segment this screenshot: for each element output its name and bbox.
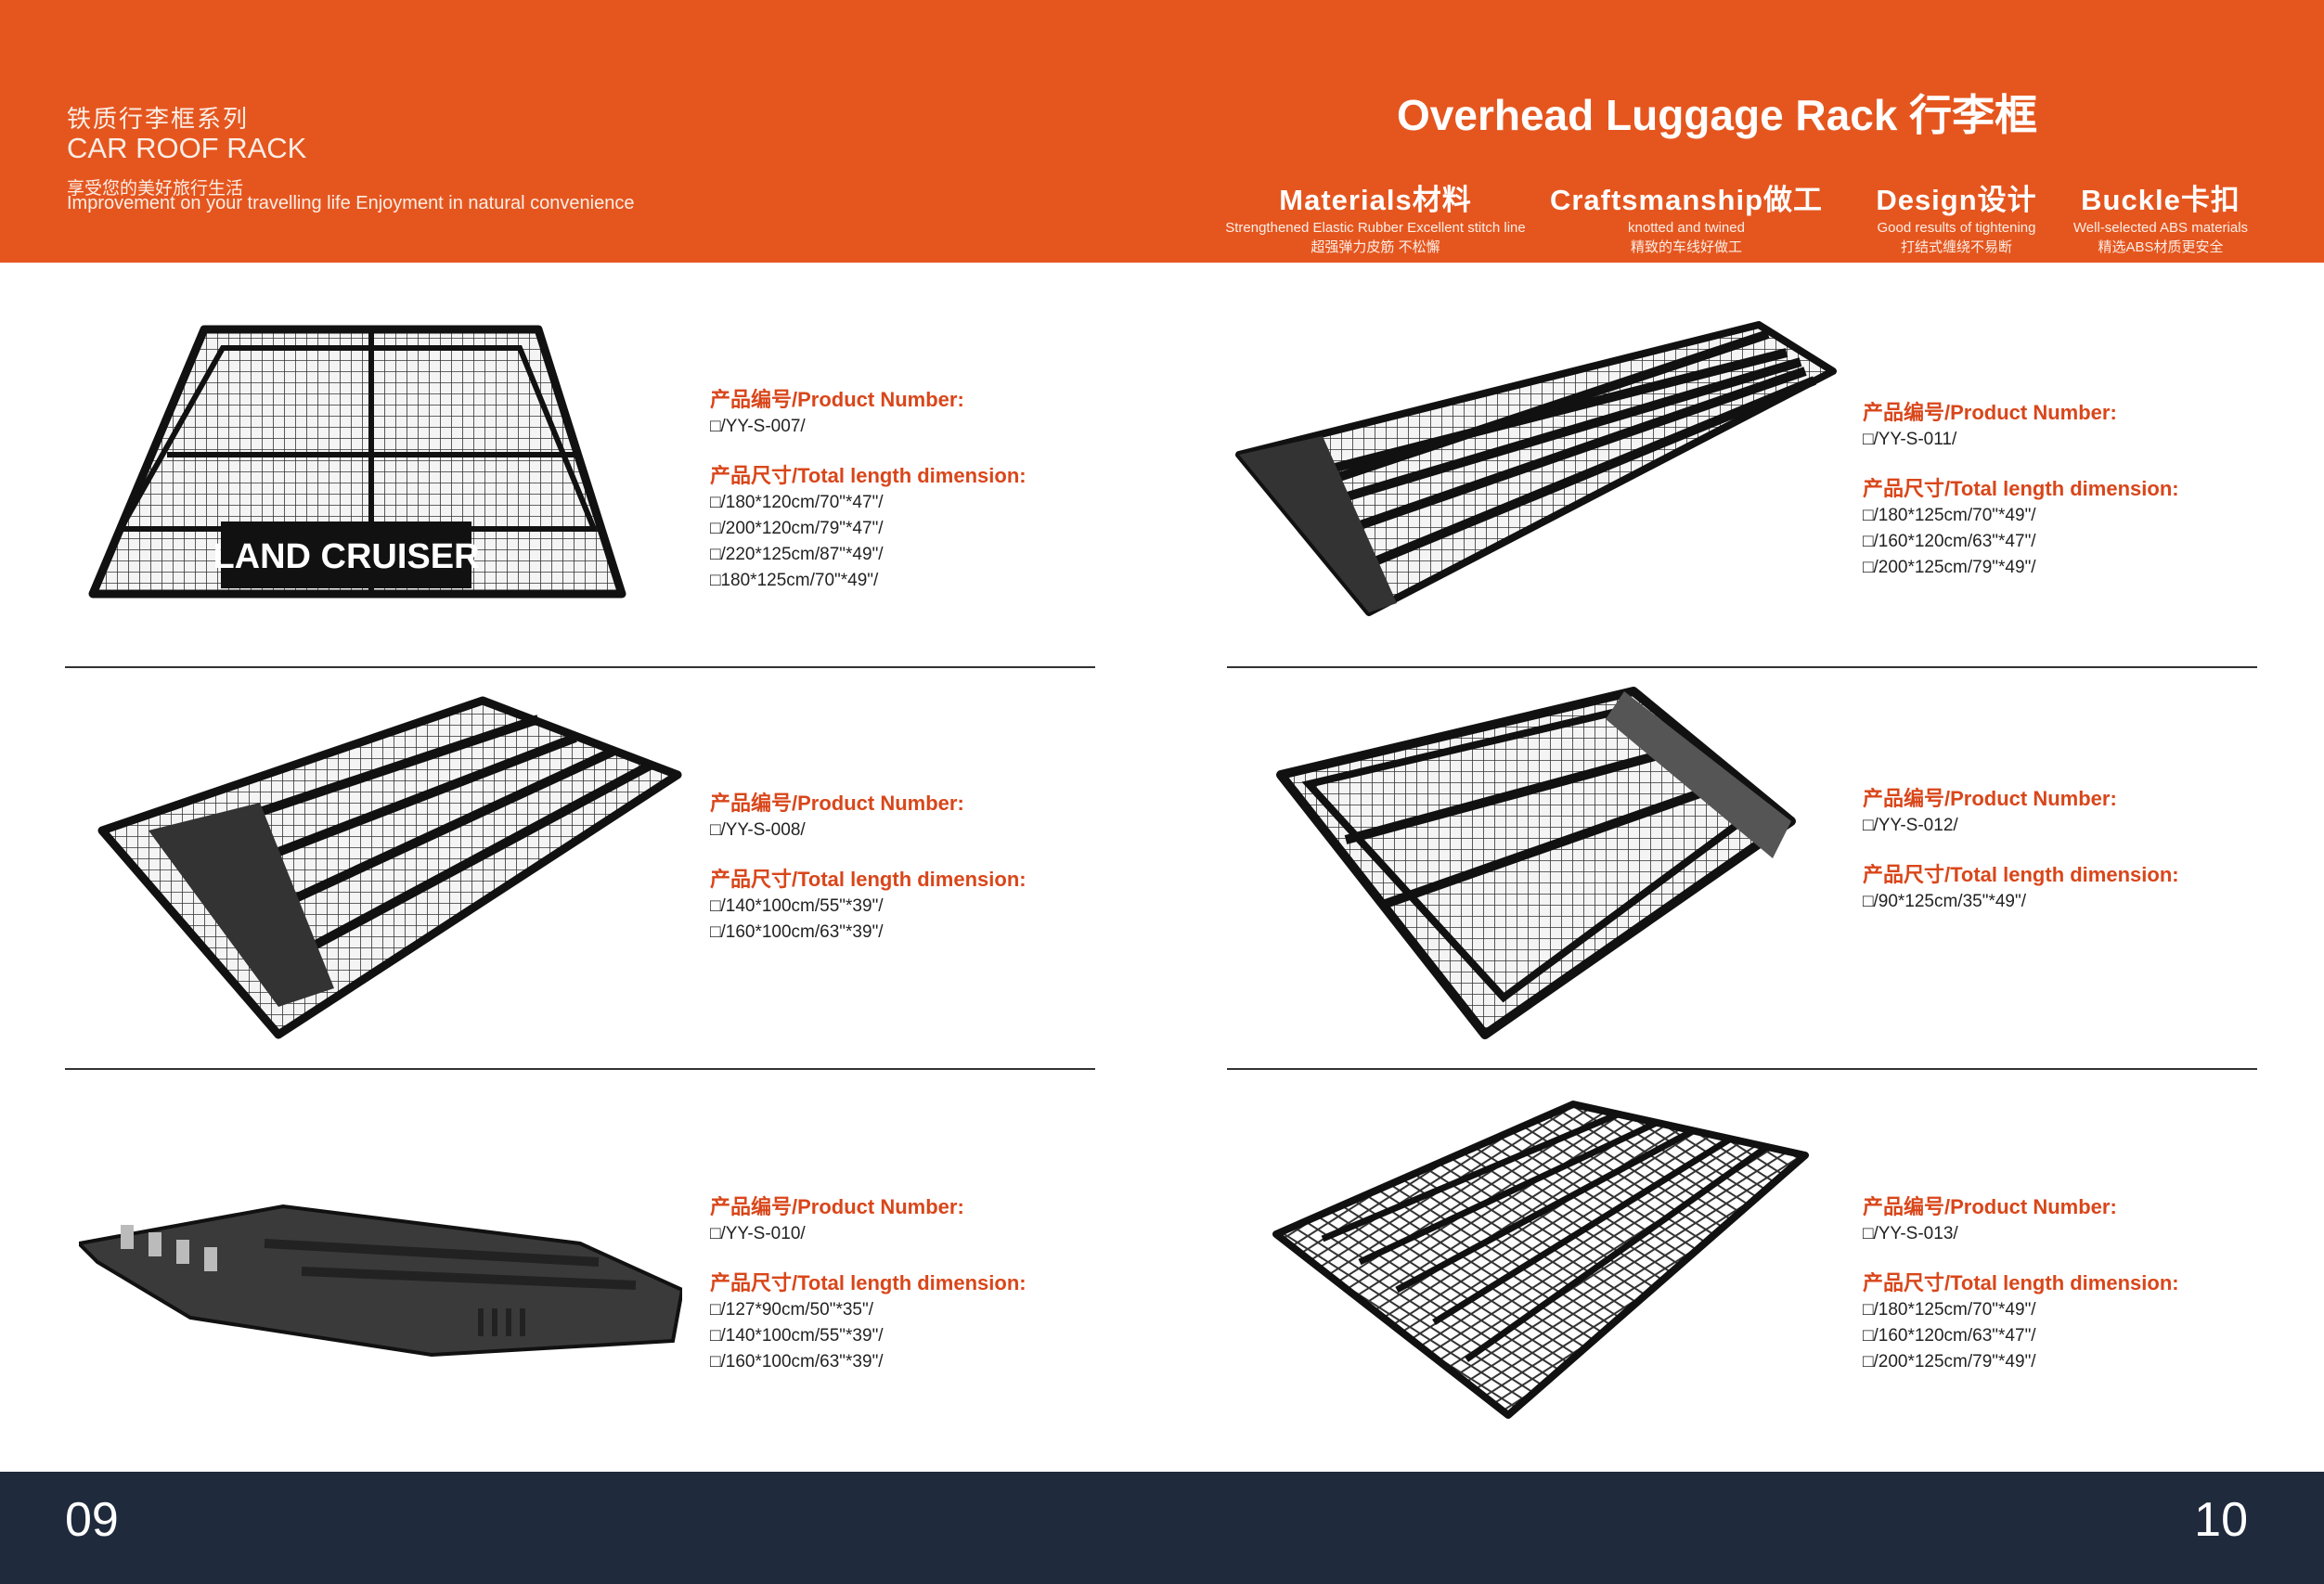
dimension-option: □/220*125cm/87"*49"/ [710,545,884,564]
feature-sub-en: Strengthened Elastic Rubber Excellent st… [1225,220,1526,236]
page-number-left: 09 [65,1493,119,1547]
feature-title: Craftsmanship做工 [1549,184,1824,216]
series-title-en: CAR ROOF RACK [67,132,307,164]
product-yy-s-010: 产品编号/Product Number: □/YY-S-010/ 产品尺寸/To… [710,1193,1026,1375]
footer-bar: 09 10 [0,1472,2324,1584]
product-number-label: 产品编号/Product Number: [1863,401,2117,424]
product-image-yy-s-010 [79,1204,682,1358]
dimension-option: □/180*125cm/70"*49"/ [1863,506,2036,525]
divider [1227,666,2257,668]
product-image-yy-s-011 [1235,321,1837,616]
tagline-cn: 享受您的美好旅行生活 [67,179,244,199]
product-number: □/YY-S-012/ [1863,816,1958,835]
dimension-option: □/200*125cm/79"*49"/ [1863,1352,2036,1372]
dimension-option: □/160*120cm/63"*47"/ [1863,532,2036,551]
product-image-yy-s-007: LAND CRUISER [88,325,626,599]
header-banner: 铁质行李框系列 CAR ROOF RACK 享受您的美好旅行生活 Improve… [0,0,2324,263]
dimension-option: □/127*90cm/50"*35"/ [710,1300,874,1320]
product-image-yy-s-012 [1276,687,1796,1039]
dimension-label: 产品尺寸/Total length dimension: [710,868,1026,891]
product-number-label: 产品编号/Product Number: [710,1195,964,1218]
series-title-cn: 铁质行李框系列 [67,105,250,133]
product-yy-s-012: 产品编号/Product Number: □/YY-S-012/ 产品尺寸/To… [1863,785,2179,915]
dimension-option: □/200*120cm/79"*47"/ [710,519,884,538]
divider [65,666,1095,668]
feature-sub-en: Good results of tightening [1877,220,2036,236]
product-number-label: 产品编号/Product Number: [1863,1195,2117,1218]
land-cruiser-plate-text: LAND CRUISER [213,537,479,576]
dimension-option: □/160*120cm/63"*47"/ [1863,1326,2036,1346]
dimension-option: □/200*125cm/79"*49"/ [1863,558,2036,577]
tagline-en: Improvement on your travelling life Enjo… [67,193,635,213]
feature-title: Materials材料 [1279,184,1472,216]
product-number-label: 产品编号/Product Number: [1863,787,2117,810]
dimension-label: 产品尺寸/Total length dimension: [1863,1271,2179,1294]
dimension-label: 产品尺寸/Total length dimension: [1863,863,2179,886]
feature-buckle: Buckle卡扣 Well-selected ABS materials 精选A… [1994,176,2324,257]
feature-sub-cn: 精选ABS材质更安全 [2098,239,2224,255]
dimension-option: □/180*120cm/70"*47"/ [710,493,884,512]
dimension-label: 产品尺寸/Total length dimension: [710,1271,1026,1294]
dimension-option: □/90*125cm/35"*49"/ [1863,892,2027,911]
feature-craftsmanship: Craftsmanship做工 knotted and twined 精致的车线… [1519,176,1853,257]
feature-sub-cn: 精致的车线好做工 [1630,239,1742,255]
feature-materials: Materials材料 Strengthened Elastic Rubber … [1208,176,1543,257]
feature-sub-en: Well-selected ABS materials [2072,220,2249,236]
product-number: □/YY-S-011/ [1863,430,1957,449]
product-number-label: 产品编号/Product Number: [710,792,964,815]
dimension-option: □/160*100cm/63"*39"/ [710,922,884,942]
feature-title: Buckle卡扣 [2081,184,2240,216]
feature-sub-cn: 打结式缠绕不易断 [1900,239,2012,255]
dimension-option: □/140*100cm/55"*39"/ [710,1326,884,1346]
feature-title: Design设计 [1876,184,2037,216]
page-title: Overhead Luggage Rack 行李框 [1397,91,2038,139]
dimension-option: □/160*100cm/63"*39"/ [710,1352,884,1372]
product-image-yy-s-008 [97,696,682,1039]
page-number-right: 10 [2194,1493,2248,1547]
product-number: □/YY-S-007/ [710,417,806,436]
product-yy-s-013: 产品编号/Product Number: □/YY-S-013/ 产品尺寸/To… [1863,1193,2179,1375]
dimension-label: 产品尺寸/Total length dimension: [710,464,1026,487]
product-number: □/YY-S-008/ [710,820,806,840]
product-yy-s-007: 产品编号/Product Number: □/YY-S-007/ 产品尺寸/To… [710,386,1026,594]
dimension-option: □/140*100cm/55"*39"/ [710,896,884,916]
dimension-option: □/180*125cm/70"*49"/ [1863,1300,2036,1320]
product-yy-s-008: 产品编号/Product Number: □/YY-S-008/ 产品尺寸/To… [710,790,1026,946]
product-yy-s-011: 产品编号/Product Number: □/YY-S-011/ 产品尺寸/To… [1863,399,2179,581]
dimension-option: □180*125cm/70"*49"/ [710,571,879,590]
dimension-label: 产品尺寸/Total length dimension: [1863,477,2179,500]
feature-sub-cn: 超强弹力皮筋 不松懈 [1310,239,1440,255]
product-image-yy-s-013 [1272,1101,1809,1419]
product-number: □/YY-S-010/ [710,1224,806,1243]
divider [1227,1068,2257,1070]
product-number-label: 产品编号/Product Number: [710,388,964,411]
feature-design: Design设计 Good results of tightening 打结式缠… [1789,176,2124,257]
divider [65,1068,1095,1070]
feature-sub-en: knotted and twined [1628,220,1745,236]
product-number: □/YY-S-013/ [1863,1224,1958,1243]
